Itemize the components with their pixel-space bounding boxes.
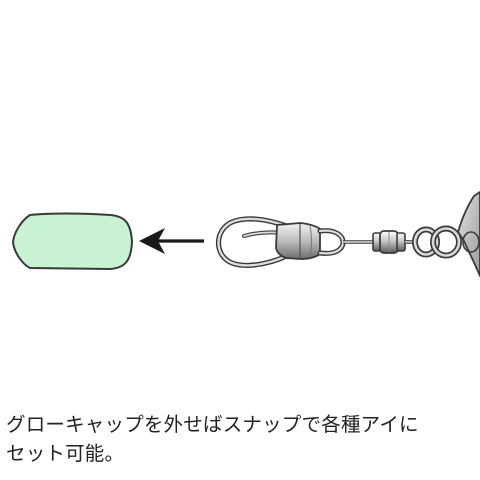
left-arrow-icon xyxy=(139,228,204,254)
glow-cap xyxy=(12,212,133,270)
split-ring xyxy=(412,225,462,259)
barrel-swivel xyxy=(372,230,406,254)
caption-text: グローキャップを外せばスナップで各種アイに セット可能。 xyxy=(6,413,419,465)
snap-sleeve xyxy=(275,222,321,260)
spinner-blade xyxy=(457,191,480,277)
snap-clip xyxy=(216,216,346,268)
